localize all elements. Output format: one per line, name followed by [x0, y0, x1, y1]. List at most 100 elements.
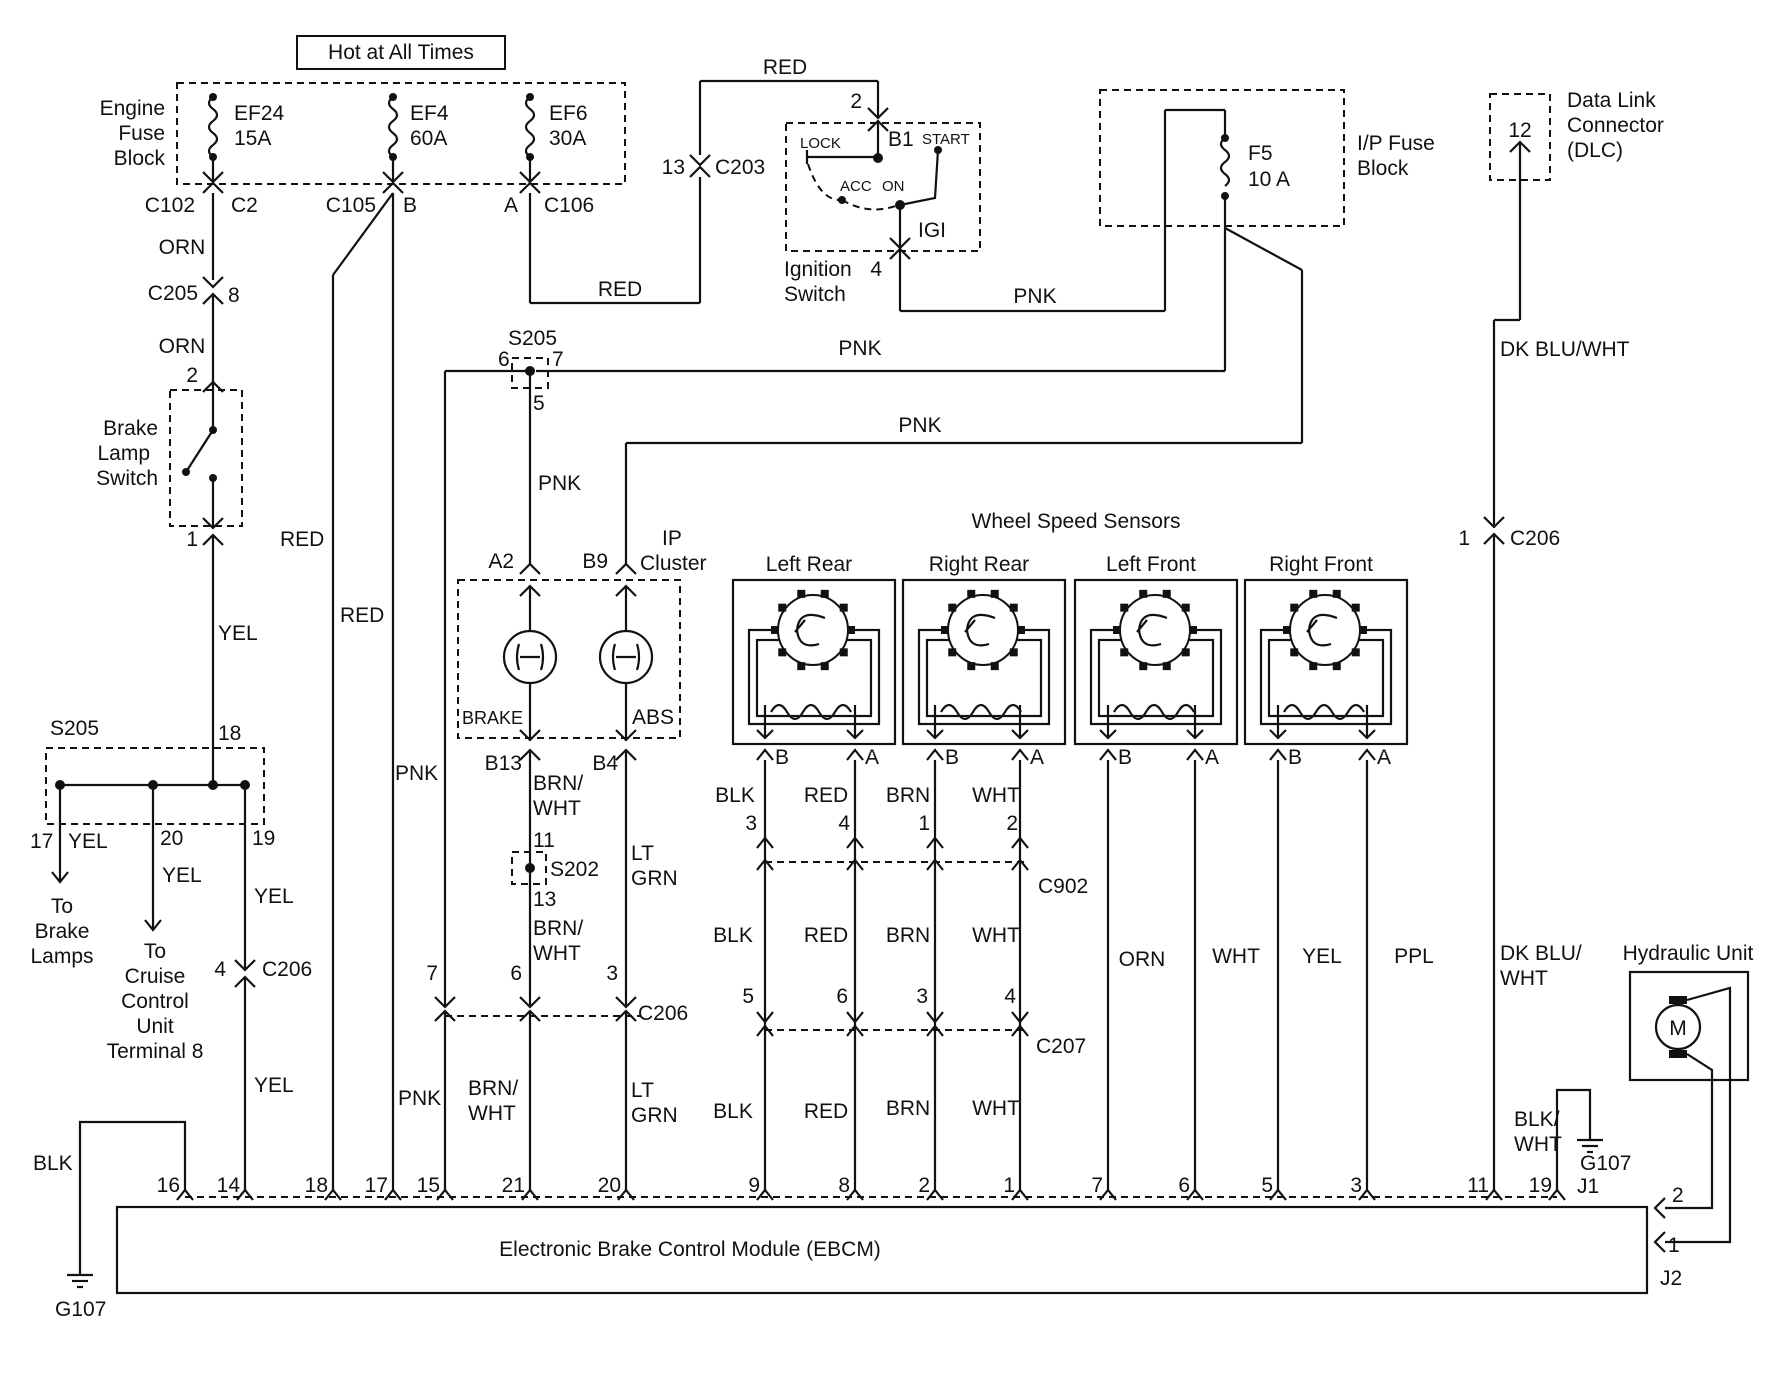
- svg-text:7: 7: [552, 348, 564, 371]
- ebcm-pin-label: 11: [1467, 1174, 1489, 1197]
- svg-text:8: 8: [228, 284, 240, 307]
- svg-text:To: To: [144, 940, 166, 963]
- svg-text:RED: RED: [804, 1100, 848, 1123]
- svg-text:Hot at All Times: Hot at All Times: [328, 41, 474, 64]
- ground-g107-left: BLK G107: [33, 1120, 187, 1321]
- svg-text:Block: Block: [114, 147, 166, 170]
- svg-text:Block: Block: [1357, 157, 1409, 180]
- ebcm-pin-label: 19: [1529, 1174, 1552, 1197]
- engine-fuse-block: Engine Fuse Block EF24 15A EF4 60A EF6 3…: [100, 82, 626, 217]
- svg-text:Switch: Switch: [96, 467, 158, 490]
- svg-text:YEL: YEL: [218, 622, 258, 645]
- svg-text:1: 1: [1458, 527, 1470, 550]
- svg-text:Ignition: Ignition: [784, 258, 852, 281]
- ebcm-pin-20: 20: [598, 1174, 635, 1201]
- svg-text:PNK: PNK: [395, 762, 438, 785]
- ebcm-pin-15: 15: [417, 1174, 454, 1201]
- ebcm-pin-label: 21: [502, 1174, 525, 1197]
- front-harness: ORN WHT YEL PPL: [1106, 760, 1434, 1190]
- svg-text:6: 6: [498, 348, 510, 371]
- svg-text:J1: J1: [1577, 1175, 1599, 1198]
- svg-text:1: 1: [918, 812, 930, 835]
- svg-text:WHT: WHT: [1514, 1133, 1562, 1156]
- svg-text:RED: RED: [340, 604, 384, 627]
- ebcm-pin-label: 14: [217, 1174, 241, 1197]
- svg-text:RED: RED: [763, 56, 807, 79]
- ebcm-pin-label: 1: [1003, 1174, 1015, 1197]
- svg-text:RED: RED: [804, 784, 848, 807]
- svg-text:PNK: PNK: [1013, 285, 1056, 308]
- svg-text:2: 2: [1006, 812, 1018, 835]
- svg-text:13: 13: [533, 888, 556, 911]
- ip-cluster: IP Cluster A2 B9 BRAKE ABS B13 B4 BRN/ W…: [398, 527, 707, 1190]
- ignition-switch: RED 13 C203 RED 2 B1 LOCK START ACC ON I…: [528, 56, 1225, 313]
- svg-text:17: 17: [30, 830, 53, 853]
- svg-text:WHT: WHT: [972, 1097, 1020, 1120]
- svg-text:3: 3: [606, 962, 618, 985]
- svg-text:11: 11: [533, 829, 555, 852]
- rear-wire: [846, 760, 864, 1190]
- fuse-ef6: EF6 30A: [524, 93, 588, 182]
- svg-text:BLK: BLK: [715, 784, 755, 807]
- svg-text:2: 2: [850, 90, 862, 113]
- fuse-ef24: EF24 15A: [207, 93, 285, 182]
- svg-text:Engine: Engine: [100, 97, 165, 120]
- ebcm-pin-3: 3: [1350, 1174, 1376, 1201]
- svg-text:Brake: Brake: [103, 417, 158, 440]
- svg-text:Brake: Brake: [35, 920, 90, 943]
- pin-a: A: [865, 746, 879, 769]
- pin-a: A: [1205, 746, 1219, 769]
- ebcm-pin-label: 20: [598, 1174, 621, 1197]
- svg-text:ACC: ACC: [840, 178, 872, 195]
- svg-text:I/P Fuse: I/P Fuse: [1357, 132, 1435, 155]
- svg-text:PNK: PNK: [398, 1087, 441, 1110]
- svg-text:Switch: Switch: [784, 283, 846, 306]
- ebcm-pin-1: 1: [1003, 1174, 1029, 1201]
- svg-text:J2: J2: [1660, 1267, 1682, 1290]
- ebcm-pin-16: 16: [157, 1174, 194, 1201]
- svg-text:IGI: IGI: [918, 219, 946, 242]
- ebcm-pin-label: 15: [417, 1174, 440, 1197]
- svg-text:B13: B13: [485, 752, 522, 775]
- svg-text:RED: RED: [804, 924, 848, 947]
- svg-text:19: 19: [252, 827, 275, 850]
- svg-text:ORN: ORN: [159, 335, 206, 358]
- ebcm-pin-label: 3: [1350, 1174, 1362, 1197]
- ebcm-pin-5: 5: [1261, 1174, 1287, 1201]
- svg-text:YEL: YEL: [254, 1074, 294, 1097]
- svg-text:C902: C902: [1038, 875, 1088, 898]
- svg-text:C206: C206: [262, 958, 312, 981]
- svg-text:BLK/: BLK/: [1514, 1108, 1560, 1131]
- svg-text:G107: G107: [55, 1298, 106, 1321]
- ebcm-pin-14: 14: [217, 1174, 254, 1201]
- svg-text:WHT: WHT: [533, 942, 581, 965]
- ebcm-pin-11: 11: [1467, 1174, 1503, 1201]
- svg-text:20: 20: [160, 827, 183, 850]
- svg-text:Hydraulic Unit: Hydraulic Unit: [1623, 942, 1754, 965]
- ip-fuse-block: F5 10 A I/P Fuse Block: [536, 89, 1435, 445]
- svg-text:S202: S202: [550, 858, 599, 881]
- data-link-connector: 12 Data Link Connector (DLC) DK BLU/WHT …: [1458, 89, 1664, 1190]
- svg-text:S205: S205: [508, 327, 557, 350]
- ebcm-pin-18: 18: [305, 1174, 342, 1201]
- pin-a: A: [1377, 746, 1391, 769]
- ebcm-pin-2: 2: [918, 1174, 944, 1201]
- svg-text:Cruise: Cruise: [125, 965, 186, 988]
- svg-text:Control: Control: [121, 990, 189, 1013]
- splice-s205-top: S205 6 7 5 PNK PNK PNK PNK: [395, 327, 942, 1007]
- svg-text:PNK: PNK: [838, 337, 881, 360]
- svg-text:PPL: PPL: [1394, 945, 1434, 968]
- ebcm-pin-label: 18: [305, 1174, 328, 1197]
- svg-text:BRN/: BRN/: [533, 772, 583, 795]
- svg-text:WHT: WHT: [972, 784, 1020, 807]
- svg-text:PNK: PNK: [898, 414, 941, 437]
- svg-text:(DLC): (DLC): [1567, 139, 1623, 162]
- svg-text:A2: A2: [488, 550, 514, 573]
- svg-text:BRN: BRN: [886, 924, 930, 947]
- svg-text:Terminal 8: Terminal 8: [107, 1040, 204, 1063]
- ebcm-pin-label: 8: [838, 1174, 850, 1197]
- svg-text:13: 13: [662, 156, 685, 179]
